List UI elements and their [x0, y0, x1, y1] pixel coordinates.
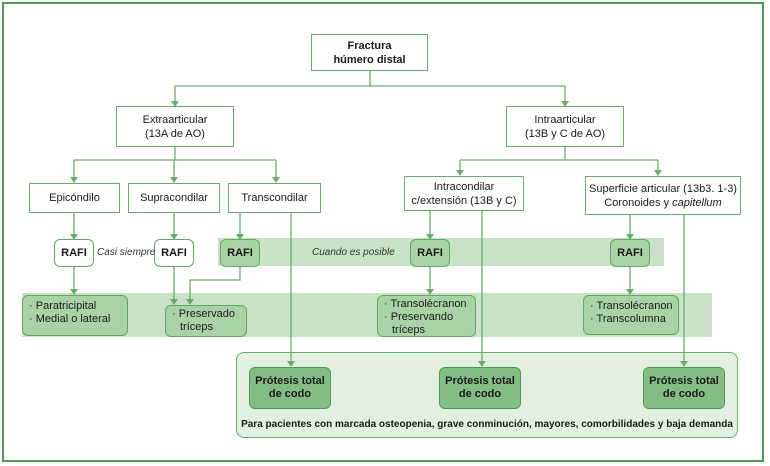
epicondilo-label: Epicóndilo [49, 192, 100, 204]
casi-siempre-label: Casi siempre [97, 247, 156, 258]
option-transcolumna: Transcolumna [590, 313, 672, 326]
option-preservado-cont: tríceps [180, 321, 214, 333]
option-paratricipital: Paratricipital [29, 300, 121, 313]
intracondilar-line2: c/extensión (13B y C) [411, 194, 517, 207]
extraarticular-line2: (13A de AO) [145, 127, 205, 140]
extraarticular-line1: Extraarticular [142, 113, 208, 126]
epicondilo-node: Epicóndilo [29, 183, 120, 213]
intraarticular-node: Intraarticular (13B y C de AO) [506, 106, 624, 147]
diagram-frame [2, 2, 764, 462]
superficie-options: Transolécranon Transcolumna [583, 295, 679, 335]
option-medial-lateral: Medial o lateral [29, 313, 121, 326]
superficie-line2-text: Coronoides y [604, 196, 670, 209]
option-preservado: Preservado [172, 308, 240, 321]
transcondilar-label: Transcondilar [241, 192, 308, 204]
intraarticular-line2: (13B y C de AO) [524, 127, 606, 140]
protesis-1-line2: de codo [268, 388, 312, 400]
intracondilar-line1: Intracondilar [433, 180, 495, 193]
option-transolecranon: Transolécranon [384, 298, 469, 311]
protesis-3: Prótesis total de codo [643, 367, 725, 409]
rafi-supracondilar: RAFI [154, 239, 194, 267]
cuando-posible-label: Cuando es posible [312, 247, 395, 258]
superficie-line2: Coronoides y capitellum [604, 196, 721, 210]
rafi-transcondilar: RAFI [220, 239, 260, 267]
option-preservando: Preservando [384, 311, 469, 324]
intracondilar-node: Intracondilar c/extensión (13B y C) [404, 176, 524, 211]
protesis-2: Prótesis total de codo [439, 367, 521, 409]
rafi-epicondilo: RAFI [54, 239, 94, 267]
protesis-note: Para pacientes con marcada osteopenia, g… [241, 419, 733, 430]
root-node: Fractura húmero distal [311, 34, 428, 71]
intracondilar-options: Transolécranon Preservando tríceps [377, 295, 476, 337]
rafi-intracondilar: RAFI [410, 239, 450, 267]
option-transolecranon-2: Transolécranon [590, 300, 673, 313]
epicondilo-options: Paratricipital Medial o lateral [22, 295, 128, 336]
protesis-3-line1: Prótesis total [649, 375, 719, 387]
rafi-superficie: RAFI [610, 239, 650, 267]
superficie-line1: Superficie articular (13b3. 1-3) [589, 182, 737, 195]
superficie-node: Superficie articular (13b3. 1-3) Coronoi… [585, 176, 741, 215]
option-preservando-cont: tríceps [392, 324, 426, 336]
superficie-line2-italic: capitellum [672, 196, 722, 209]
supracondilar-node: Supracondilar [128, 183, 220, 213]
protesis-1: Prótesis total de codo [249, 367, 331, 409]
extraarticular-node: Extraarticular (13A de AO) [116, 106, 234, 147]
root-line2: húmero distal [333, 53, 406, 66]
protesis-3-line2: de codo [662, 388, 706, 400]
protesis-1-line1: Prótesis total [255, 375, 325, 387]
supracondilar-label: Supracondilar [140, 192, 208, 204]
intraarticular-line1: Intraarticular [534, 113, 596, 126]
protesis-2-line1: Prótesis total [445, 375, 515, 387]
root-line1: Fractura [347, 39, 392, 52]
transcondilar-node: Transcondilar [228, 183, 321, 213]
protesis-2-line2: de codo [458, 388, 502, 400]
supracondilar-options: Preservado tríceps [165, 305, 247, 337]
